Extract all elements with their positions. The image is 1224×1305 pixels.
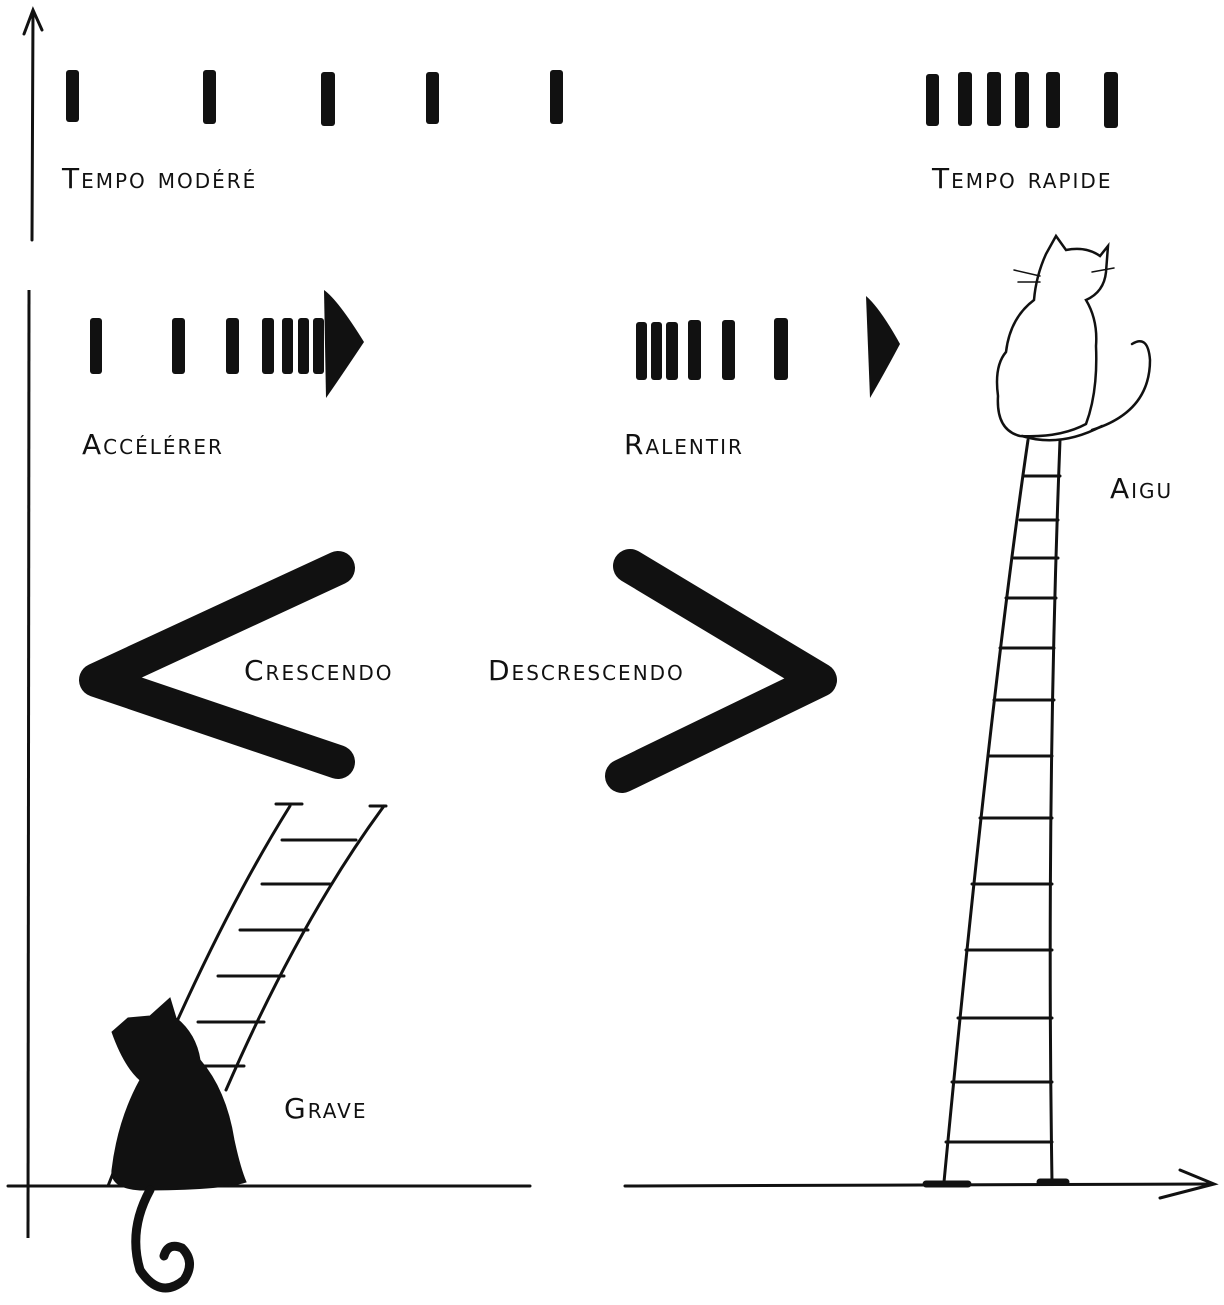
- beat-mark: [203, 70, 216, 124]
- beat-mark: [172, 318, 185, 374]
- beat-mark: [926, 74, 939, 126]
- tall-ladder-icon: [922, 438, 1070, 1188]
- short-ladder-icon: [106, 802, 388, 1188]
- vertical-axis: [26, 289, 31, 1239]
- beat-mark: [226, 318, 239, 374]
- beat-mark: [262, 318, 274, 374]
- label-accelerer: Accélérer: [82, 428, 224, 461]
- beat-mark: [651, 322, 662, 380]
- beat-mark: [958, 72, 972, 126]
- beat-mark: [774, 318, 788, 380]
- label-ralentir: Ralentir: [624, 428, 744, 461]
- accelerate-beats: [90, 290, 364, 398]
- beat-mark: [666, 322, 678, 380]
- beat-mark: [66, 70, 79, 122]
- beat-mark: [313, 318, 324, 374]
- label-tempo-rapide: Tempo rapide: [932, 162, 1113, 195]
- vertical-axis-top: [22, 6, 44, 242]
- beat-mark: [298, 318, 309, 374]
- label-aigu: Aigu: [1110, 472, 1174, 505]
- beat-mark: [688, 320, 701, 380]
- decrescendo-hairpin-icon: [605, 549, 837, 793]
- label-crescendo: Crescendo: [244, 654, 394, 687]
- black-cat-icon: [111, 997, 247, 1293]
- label-tempo-modere: Tempo modéré: [62, 162, 258, 195]
- beat-mark: [321, 72, 335, 126]
- ralentir-beats: [636, 296, 900, 398]
- label-descrescendo: Descrescendo: [488, 654, 685, 687]
- arrow-icon: [324, 290, 364, 398]
- fast-tempo-beats: [926, 72, 1118, 128]
- arrow-icon: [866, 296, 900, 398]
- crescendo-hairpin-icon: [79, 551, 355, 779]
- horizontal-axis: [6, 1168, 1219, 1200]
- beat-mark: [1104, 72, 1118, 128]
- moderate-tempo-beats: [66, 70, 563, 126]
- beat-mark: [90, 318, 102, 374]
- beat-mark: [722, 320, 735, 380]
- white-cat-icon: [995, 233, 1152, 442]
- label-grave: Grave: [284, 1092, 368, 1125]
- beat-mark: [636, 322, 647, 380]
- beat-mark: [282, 318, 293, 374]
- beat-mark: [987, 72, 1001, 126]
- beat-mark: [1015, 72, 1029, 128]
- beat-mark: [426, 72, 439, 124]
- beat-mark: [1046, 72, 1060, 128]
- beat-mark: [550, 70, 563, 124]
